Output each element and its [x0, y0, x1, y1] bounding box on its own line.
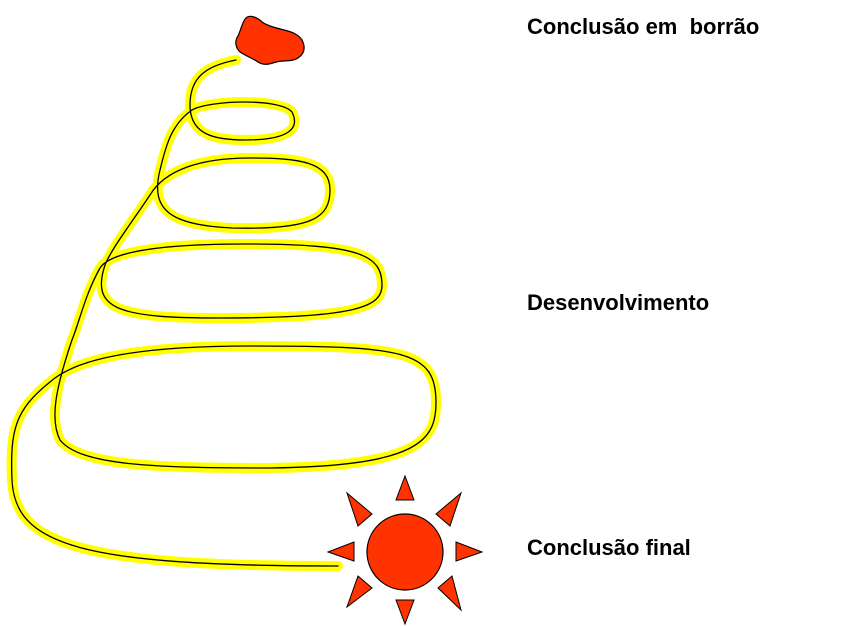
sun-ray-e: [455, 541, 484, 562]
spiral-path: [6, 55, 441, 571]
sun-ray-s: [395, 599, 415, 626]
sun-disc: [366, 513, 444, 591]
label-development: Desenvolvimento: [527, 290, 710, 315]
sun-ray-nw: [345, 491, 373, 527]
sun-ray-se: [437, 575, 462, 612]
blot-icon: [235, 15, 305, 65]
sun-ray-sw: [345, 575, 373, 609]
label-final-conclusion: Conclusão final: [527, 535, 691, 560]
spiral-path-line: [10, 59, 437, 567]
sun-ray-n: [395, 474, 415, 501]
sun-ray-ne: [435, 491, 463, 527]
sun-icon: [326, 474, 484, 626]
spiral-path-glow: [6, 55, 441, 571]
label-blurred-conclusion: Conclusão em borrão: [527, 14, 760, 39]
sun-ray-w: [326, 541, 355, 562]
